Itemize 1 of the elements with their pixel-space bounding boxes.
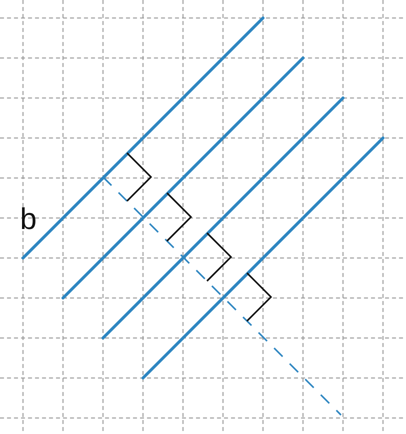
line-label: b xyxy=(20,205,37,235)
